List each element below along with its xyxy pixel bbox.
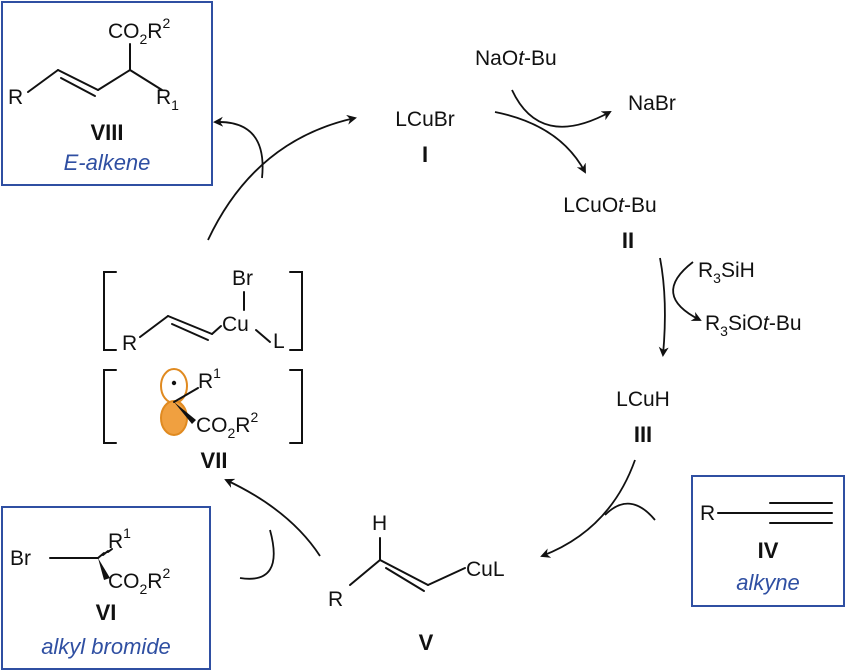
iv-caption: alkyne [736, 570, 800, 595]
vii-l: L [273, 330, 285, 353]
box-vi-frame [1, 506, 211, 670]
node-i-numeral: I [422, 142, 428, 167]
viii-numeral: VIII [90, 120, 123, 145]
vii-co2r2: CO2R2 [196, 409, 258, 441]
arrow-naotbu-to-nabr [511, 89, 612, 128]
arrow-to-viii [213, 116, 264, 179]
intermediate-v: H R CuL V [328, 512, 505, 655]
arrow-alkyl-bromide-in [239, 529, 275, 580]
v-cul: CuL [466, 558, 505, 581]
vii-bracket-right-upper [289, 271, 303, 351]
vii-bracket-left-upper [103, 271, 117, 351]
radical-dot-icon [171, 380, 177, 386]
node-iii-numeral: III [634, 422, 652, 447]
viii-r: R [8, 86, 23, 109]
arrow-iii-to-v [540, 459, 636, 558]
node-ii-formula: LCuOt-Bu [563, 194, 656, 217]
node-iii-formula: LCuH [616, 388, 670, 411]
vi-br: Br [10, 547, 31, 570]
reagent-box-iv: R IV alkyne [691, 475, 845, 607]
reagent-naotbu: NaOt-Bu [475, 47, 557, 70]
viii-co2r2: CO2R2 [108, 15, 170, 47]
reagent-box-vi: Br R1 CO2R2 VI alkyl bromide [1, 506, 211, 670]
vii-cu: Cu [222, 313, 249, 336]
v-r: R [328, 588, 343, 611]
box-iv-frame [691, 475, 845, 607]
arrow-ii-to-iii [658, 257, 669, 357]
vi-co2r2: CO2R2 [108, 565, 170, 597]
vi-r1: R1 [108, 525, 131, 553]
arrow-i-to-ii [494, 111, 586, 174]
viii-r1: R1 [156, 86, 179, 113]
reagent-nabr: NaBr [628, 92, 676, 115]
node-ii-numeral: II [622, 228, 634, 253]
viii-caption: E-alkene [64, 150, 151, 175]
vii-numeral: VII [201, 448, 228, 473]
vii-br: Br [232, 267, 253, 290]
v-numeral: V [419, 630, 434, 655]
iv-numeral: IV [758, 538, 779, 563]
arrow-r3sih-to-r3siotbu [672, 261, 702, 321]
v-h: H [372, 512, 387, 535]
product-box-viii: CO2R2 R R1 VIII E-alkene [1, 1, 213, 186]
arrow-v-to-vii [224, 478, 321, 557]
box-viii-frame [1, 1, 213, 186]
arrow-alkyne-in [604, 502, 656, 521]
vii-bracket-left-lower [103, 369, 117, 444]
vii-r1: R1 [198, 365, 221, 393]
reagent-r3sih: R3SiH [698, 259, 755, 286]
vii-r: R [122, 332, 137, 355]
arrow-to-i [207, 114, 357, 241]
intermediate-vii: Br Cu L R R1 CO2R2 VII [103, 267, 303, 473]
vi-numeral: VI [96, 600, 117, 625]
reagent-r3siotbu: R3SiOt-Bu [705, 312, 802, 339]
vii-bracket-right-lower [289, 369, 303, 444]
node-i-formula: LCuBr [395, 108, 455, 131]
vi-caption: alkyl bromide [41, 634, 171, 659]
iv-r: R [700, 502, 715, 525]
